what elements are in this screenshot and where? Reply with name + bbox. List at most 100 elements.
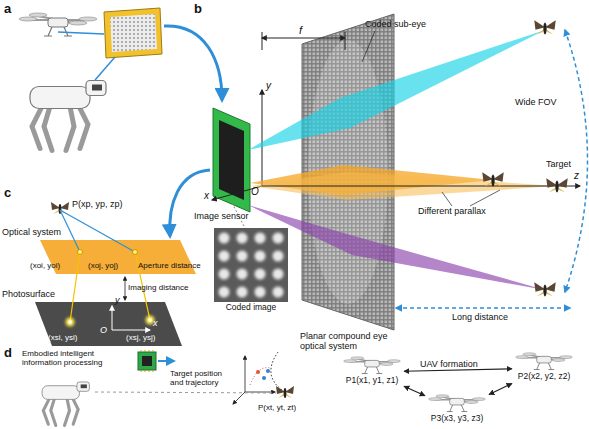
sub-image-spot — [219, 287, 230, 298]
panel-b-art-part — [248, 205, 545, 290]
origin-label: O — [251, 186, 259, 197]
sub-image-spot — [219, 269, 230, 280]
panel-a-art-part — [30, 81, 106, 151]
part-label: Target — [546, 160, 571, 170]
part-label: Photosurface — [2, 290, 55, 300]
coordinate-label: (xoj, yoj) — [88, 262, 118, 271]
panel-b-art-part — [546, 178, 567, 192]
panel-b-art — [170, 14, 588, 330]
uav-node: P1(x1, y1, z1) — [340, 356, 404, 388]
coordinate-label: (xsi, ysi) — [48, 334, 77, 343]
sub-image-spot — [255, 251, 266, 262]
origin-label: O — [100, 326, 107, 336]
sub-image-spot — [255, 269, 266, 280]
panel-d-art-part — [142, 356, 152, 366]
panel-c-art-part — [70, 252, 80, 322]
uav-node: P3(x3, y3, z3) — [425, 394, 489, 426]
panel-b-art-part — [262, 186, 580, 187]
panel-a-art-part — [95, 57, 115, 80]
panel-c-art-part — [112, 330, 150, 331]
panel-d-art-part — [158, 360, 174, 362]
dimension-label: Aperture distance — [138, 262, 201, 271]
axis-label: x — [204, 190, 209, 201]
panel-b-art-part — [362, 31, 375, 62]
panel-d-art-part — [266, 369, 270, 373]
annotation: Long distance — [452, 313, 508, 323]
panel-c-art-part — [68, 320, 72, 324]
uav-node: P2(x2, y2, z2) — [512, 352, 576, 384]
axis-label: y — [115, 296, 120, 306]
dimension-label: Imaging distance — [128, 284, 188, 293]
sub-image-spot — [237, 287, 248, 298]
panel-d-art-part — [245, 392, 275, 393]
annotation: Embodied intelligent information process… — [22, 350, 132, 368]
node-label: P3(x3, y3, z3) — [425, 413, 489, 423]
drone-icon — [429, 395, 486, 412]
node-label: Coded image — [214, 302, 288, 312]
point-label: P(xt, yt, zt) — [258, 404, 296, 413]
panel-c-art-part — [112, 306, 113, 330]
sub-image-spot — [255, 287, 266, 298]
panel-c-art-part — [60, 210, 80, 252]
part-label: Planar compound eye optical system — [300, 332, 392, 352]
panel-letter: c — [4, 186, 11, 200]
panel-c-art-part — [66, 318, 75, 327]
panel-b-art-part — [534, 20, 555, 34]
panel-b-art-part — [442, 192, 452, 206]
panel-b-art-part — [212, 186, 262, 200]
panel-b-art-part — [262, 90, 263, 186]
panel-a-art-part — [104, 8, 162, 58]
panel-c-art-part — [51, 202, 69, 214]
axis-label: z — [574, 170, 579, 181]
panel-a-art-part — [164, 26, 222, 100]
panel-d-art-part — [256, 370, 260, 374]
panel-b-art-part — [262, 32, 263, 50]
drone-icon — [342, 356, 402, 375]
panel-d-art-part — [233, 392, 245, 404]
panel-b-art-part — [213, 108, 250, 212]
coded-image-background — [214, 228, 288, 302]
panel-c-art-part — [133, 250, 138, 255]
panel-d-art-part — [138, 352, 156, 370]
annotation: Different parallax — [418, 207, 486, 217]
panel-c-art-part — [60, 210, 135, 252]
connector-arrow — [404, 369, 512, 372]
panel-d-art-part — [141, 350, 153, 372]
panel-b-art-part — [170, 170, 210, 236]
panel-d-art-part — [250, 368, 270, 385]
coded-image-inset: Coded image — [214, 228, 288, 318]
panel-b-art-part — [262, 38, 345, 39]
panel-d-art-part — [245, 356, 246, 392]
panel-b-art-part — [470, 190, 500, 206]
sub-image-spot — [273, 287, 284, 298]
drone-icon — [344, 357, 401, 374]
node-label: P1(x1, y1, z1) — [340, 375, 404, 385]
panel-c-art-part — [125, 277, 126, 300]
sub-image-spot — [219, 251, 230, 262]
panel-b-art-part — [219, 120, 244, 200]
connector-arrow — [404, 386, 425, 395]
sub-image-spot — [237, 251, 248, 262]
panel-b-art-part — [396, 307, 570, 309]
coded-image-art — [214, 228, 288, 302]
annotation: UAV formation — [420, 360, 478, 370]
panel-c-art-part — [148, 318, 152, 322]
connector-arrow — [489, 383, 512, 394]
panel-b-art-part — [345, 32, 346, 50]
annotation: Target position and trajectory — [170, 370, 232, 388]
node-label: P2(x2, y2, z2) — [512, 371, 576, 381]
sub-image-spot — [255, 233, 266, 244]
sub-image-spot — [273, 269, 284, 280]
panel-letter: d — [4, 346, 12, 360]
panel-a-art-part — [58, 32, 104, 34]
point-label: P(xp, yp, zp) — [72, 200, 123, 210]
panel-c-art-part — [78, 250, 83, 255]
sub-image-spot — [237, 233, 248, 244]
sub-image-spot — [273, 233, 284, 244]
drone-icon — [427, 394, 487, 413]
panel-a-art-part — [110, 14, 157, 52]
part-label: Image sensor — [194, 212, 249, 222]
part-label: Coded sub-eye — [365, 20, 426, 30]
coordinate-label: (xsj, ysj) — [126, 334, 155, 343]
sub-image-spot — [273, 251, 284, 262]
